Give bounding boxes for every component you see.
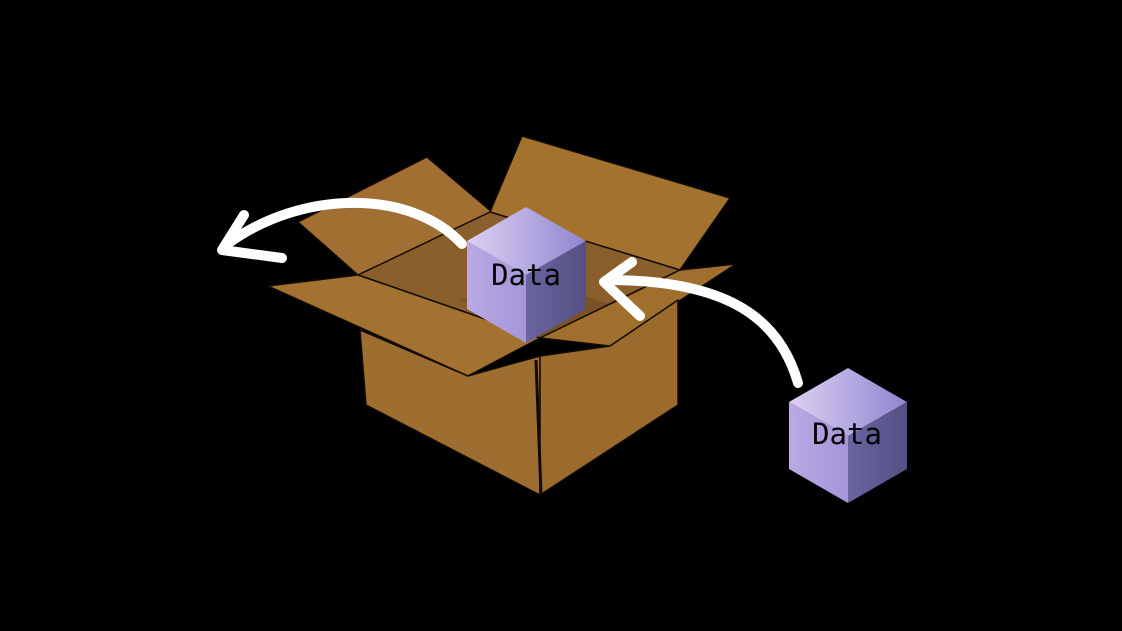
cube-label: Data (812, 417, 882, 451)
cube-right-face (526, 241, 586, 343)
data-cube-outside: Data (789, 368, 907, 503)
arrow-in-head (599, 257, 645, 321)
arrow-out-head (217, 210, 287, 263)
cube-left-face (789, 402, 848, 503)
cube-left-face (467, 241, 526, 343)
cube-label: Data (491, 258, 561, 292)
cube-right-face (848, 402, 907, 503)
cube-top-face (467, 207, 586, 275)
arrow-out-of-box (221, 197, 467, 250)
box-center-seam (534, 359, 543, 495)
data-cube-in-box: Data (467, 207, 586, 343)
arrows (217, 197, 803, 388)
arrow-into-box (603, 275, 803, 388)
